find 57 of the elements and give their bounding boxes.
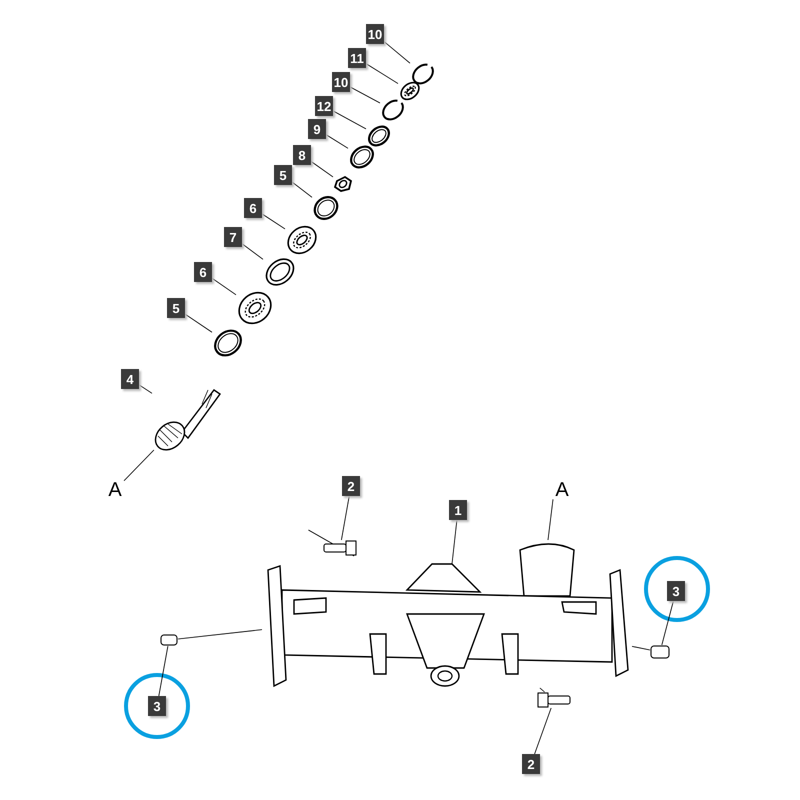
leader-line <box>212 278 236 296</box>
leader-line <box>366 63 398 84</box>
leader-line <box>350 86 380 104</box>
callout-number: 12 <box>315 96 333 116</box>
leader-line <box>384 41 410 64</box>
leader-line <box>548 498 554 540</box>
callout-number: 3 <box>148 696 166 716</box>
circlip-drawing <box>380 98 406 122</box>
leader-line <box>661 600 674 646</box>
pin-drawing <box>650 645 670 659</box>
callout-number: 7 <box>224 227 242 247</box>
ring-drawing <box>312 194 340 222</box>
bearing-drawing <box>236 290 274 326</box>
leader-line <box>310 160 334 178</box>
bolt-drawing <box>322 540 358 556</box>
leader-line <box>158 646 168 696</box>
callout-number: 5 <box>274 165 292 185</box>
bearing-drawing <box>398 80 422 102</box>
view-letter: A <box>553 478 571 502</box>
callout-number: 10 <box>332 72 350 92</box>
ring-drawing <box>212 328 244 358</box>
leader-line <box>184 314 212 333</box>
ring-drawing <box>348 144 376 170</box>
leader-line <box>632 646 650 650</box>
leader-line <box>308 530 354 556</box>
leader-line <box>540 688 545 692</box>
callout-number: 2 <box>342 476 360 496</box>
leader-line <box>534 708 552 754</box>
bearing-drawing <box>285 224 319 256</box>
callout-number: 6 <box>194 262 212 282</box>
nut-drawing <box>333 175 353 193</box>
callout-number: 6 <box>244 198 262 218</box>
circlip-drawing <box>410 62 436 86</box>
callout-number: 5 <box>167 298 185 318</box>
callout-number: 2 <box>522 754 540 774</box>
pin-drawing <box>160 634 178 646</box>
callout-number: 3 <box>667 581 685 601</box>
leader-line <box>178 629 262 640</box>
bearing-cup-drawing <box>263 256 297 288</box>
leader-line <box>326 134 348 149</box>
leader-line <box>242 243 264 260</box>
leader-line <box>341 496 350 540</box>
leader-line <box>124 450 154 482</box>
view-letter: A <box>106 478 124 502</box>
callout-number: 10 <box>366 24 384 44</box>
callout-number: 11 <box>348 48 366 68</box>
leader-line <box>292 182 312 198</box>
bolt-drawing <box>536 692 572 708</box>
callout-number: 4 <box>121 369 139 389</box>
callout-number: 8 <box>293 145 311 165</box>
callout-number: 1 <box>449 500 467 520</box>
leader-line <box>262 213 286 230</box>
leader-line <box>138 384 152 394</box>
leader-line <box>332 110 366 130</box>
ring-drawing <box>366 124 392 148</box>
leader-line <box>452 520 458 564</box>
callout-number: 9 <box>308 119 326 139</box>
